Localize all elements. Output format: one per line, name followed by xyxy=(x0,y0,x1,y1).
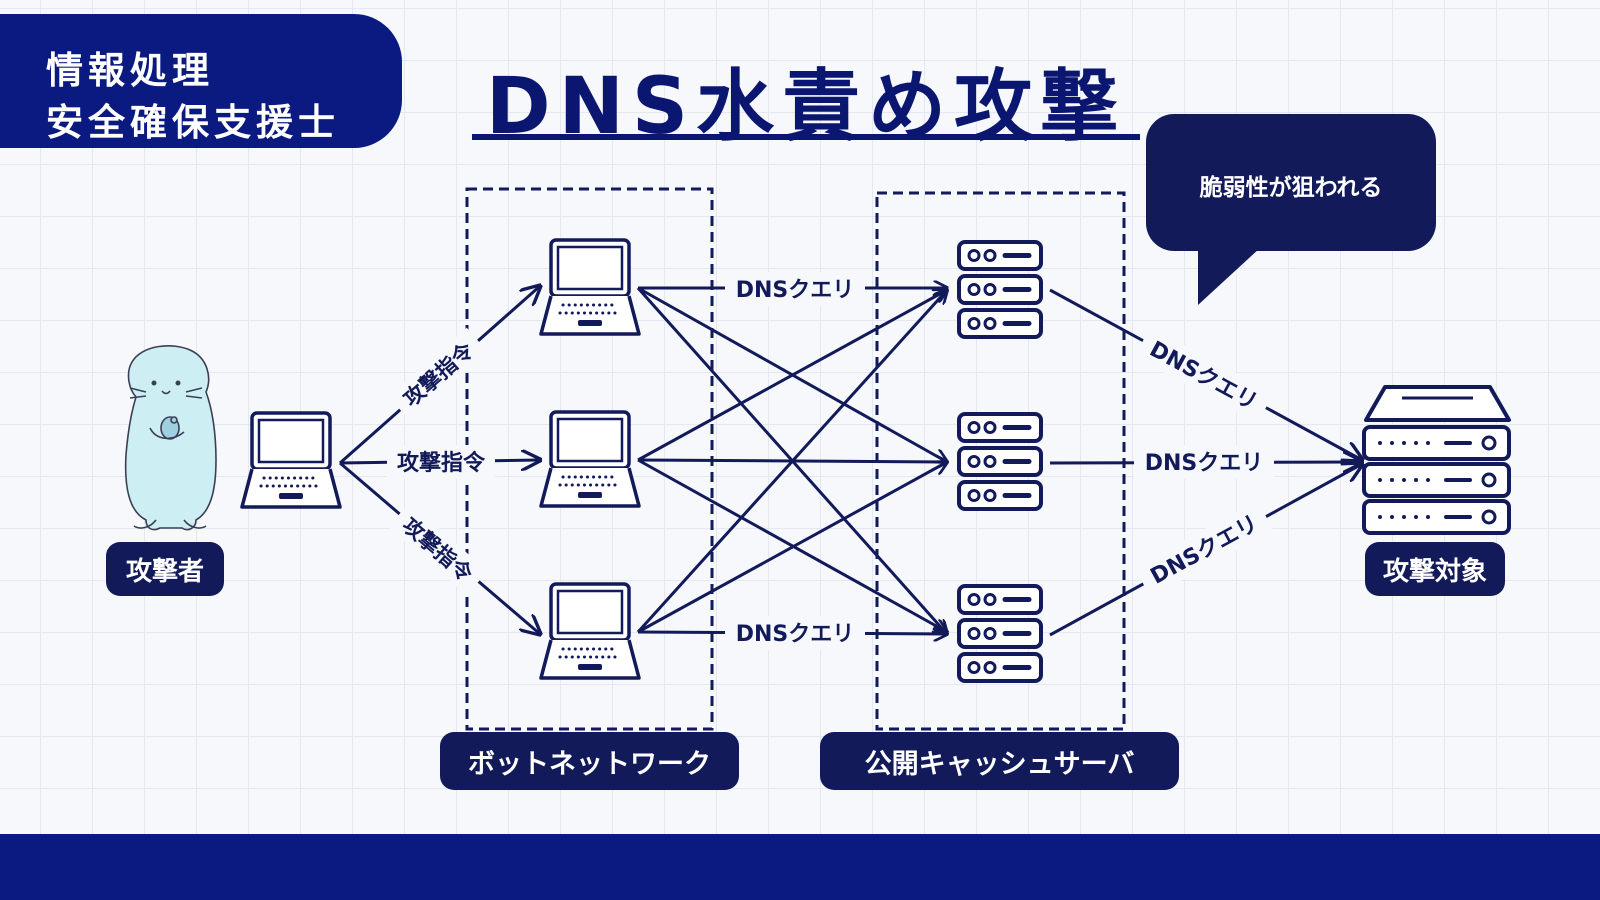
header-badge: 情報処理 安全確保支援士 xyxy=(0,14,402,148)
attacker-tag: 攻撃者 xyxy=(106,542,224,596)
bot-to-server-edges xyxy=(636,288,947,634)
speech-bubble: 脆弱性が狙われる xyxy=(1146,114,1436,251)
edge-bot3-srv2 xyxy=(637,462,947,634)
bubble-text: 脆弱性が狙われる xyxy=(1199,175,1383,201)
title-underline xyxy=(472,134,1140,140)
speech-bubble-tail xyxy=(1198,248,1260,305)
badge-line2: 安全確保支援士 xyxy=(46,101,340,144)
cache-server-icon xyxy=(959,242,1041,337)
cache-server-tag: 公開キャッシュサーバ xyxy=(820,732,1179,790)
target-server-icon xyxy=(1362,385,1511,535)
query-label-srv-bottom: DNSクエリ xyxy=(1147,511,1263,590)
bot-laptop-icon xyxy=(539,410,641,508)
footer-bar xyxy=(0,834,1600,900)
cache-server-icon xyxy=(959,586,1041,681)
query-label-srv-top: DNSクエリ xyxy=(1145,337,1261,416)
attacker-laptop-icon xyxy=(240,411,342,509)
target-tag: 攻撃対象 xyxy=(1365,542,1505,596)
badge-line1: 情報処理 xyxy=(46,49,214,92)
query-label-srv-mid: DNSクエリ xyxy=(1145,451,1264,476)
edge-bot3-srv1 xyxy=(636,290,947,634)
command-label-mid: 攻撃指令 xyxy=(397,450,486,476)
seal-mascot-icon xyxy=(124,344,217,531)
query-label-bot-top: DNSクエリ xyxy=(736,278,855,303)
query-label-bot-bottom: DNSクエリ xyxy=(736,622,855,647)
botnet-tag: ボットネットワーク xyxy=(440,732,739,790)
bot-laptop-icon xyxy=(539,582,641,680)
edge-bot2-srv1 xyxy=(637,290,947,462)
cache-server-icon xyxy=(959,414,1041,509)
bot-laptop-icon xyxy=(539,238,641,336)
